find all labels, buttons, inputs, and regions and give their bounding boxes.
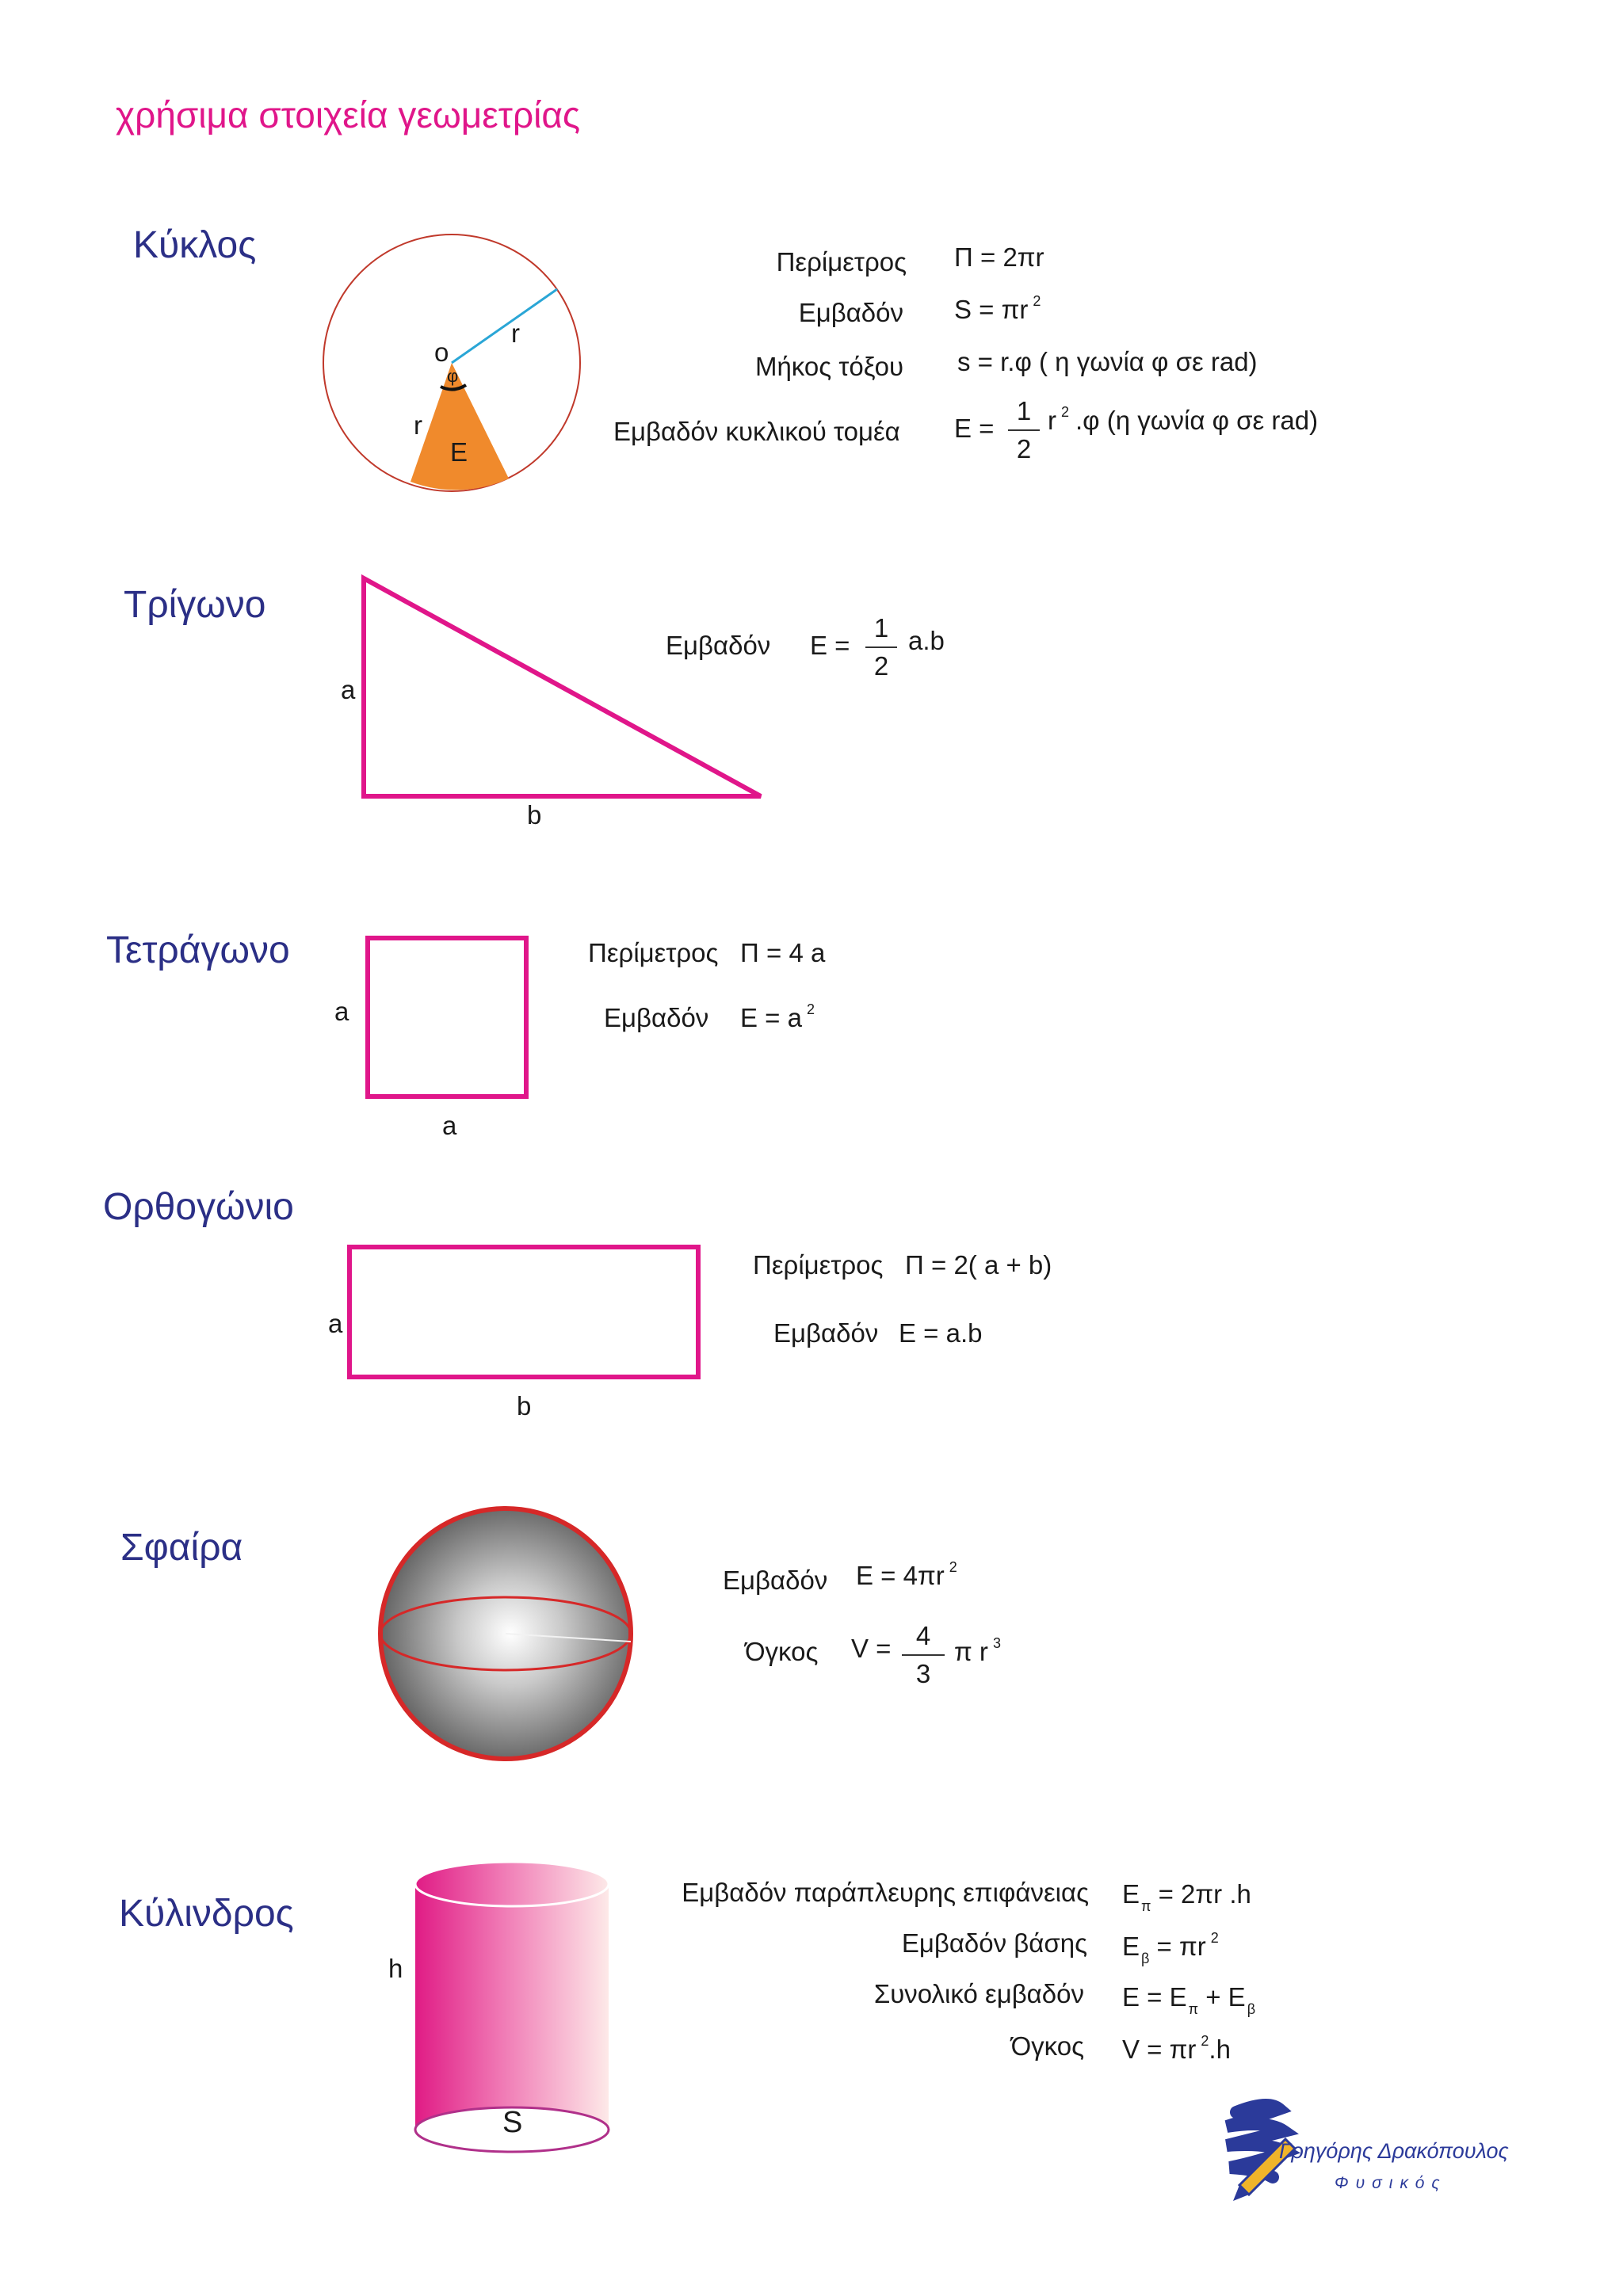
triangle-title: Τρίγωνο [124,584,266,626]
triangle-area-prefix: E = [810,631,850,660]
rectangle-side-a: a [328,1309,343,1338]
rectangle-area-formula: E = a.b [899,1318,983,1348]
sphere-title: Σφαίρα [120,1527,243,1569]
sector-area-label: Εμβαδόν κυκλικού τομέα [613,417,900,446]
rectangle-shape [347,1245,701,1379]
cylinder-title: Κύλινδρος [119,1893,294,1935]
sphere-radius [505,1633,632,1642]
square-side-left: a [334,997,349,1026]
triangle-side-a: a [341,675,356,704]
circle-radius-label: r [511,318,520,348]
page-title: χρήσιμα στοιχεία γεωμετρίας [116,94,581,135]
angle-arc [440,383,468,391]
square-perimeter-label: Περίμετρος [588,938,719,967]
arc-length-label: Μήκος τόξου [754,352,903,381]
cylinder-height-label: h [388,1954,403,1983]
circle-perimeter-label: Περίμετρος [776,247,907,277]
circle-shape [323,234,581,492]
rectangle-side-b: b [517,1391,532,1421]
cylinder-volume-label: Όγκος [1010,2031,1084,2061]
logo-name: Γρηγόρης Δρακόπουλος [1279,2139,1509,2163]
cylinder-top [414,1860,610,1908]
circle-area-label: Εμβαδόν [798,298,903,327]
sector-area-prefix: E = [954,414,995,443]
sector-radius-label: r [414,410,422,440]
rectangle-perimeter-formula: Π = 2( a + b) [905,1250,1052,1280]
circle-perimeter-formula: Π = 2πr [954,242,1044,272]
square-area-label: Εμβαδόν [604,1003,709,1032]
angle-label: φ [447,366,459,386]
circle-title: Κύκλος [133,224,257,266]
triangle-shape [361,574,762,799]
rectangle-title: Ορθογώνιο [103,1186,294,1228]
lateral-area-label: Εμβαδόν παράπλευρης επιφάνειας [682,1878,1089,1907]
logo-squiggle-icon [1224,2098,1301,2183]
triangle-side-b: b [527,800,542,830]
sector-label: E [450,437,468,467]
sphere-volume-label: Όγκος [745,1637,819,1666]
rectangle-perimeter-label: Περίμετρος [753,1250,884,1280]
circle-radius [451,288,558,364]
square-shape [365,936,529,1099]
square-title: Τετράγωνο [106,929,290,971]
cylinder-base-label: S [502,2106,523,2139]
triangle-area-formula: a.b [908,626,945,655]
cylinder-body [415,1884,609,2152]
arc-length-formula: s = r.φ ( η γωνία φ σε rad) [957,347,1258,376]
logo-role: Φυσικός [1335,2174,1447,2192]
total-area-label: Συνολικό εμβαδόν [873,1979,1084,2008]
sphere-equator [379,1596,632,1672]
base-area-label: Εμβαδόν βάσης [901,1928,1087,1958]
square-perimeter-formula: Π = 4 a [740,938,826,967]
circle-sector [411,363,509,490]
logo-pen-icon [1233,2137,1297,2201]
rectangle-area-label: Εμβαδόν [773,1318,879,1348]
sphere-volume-prefix: V = [851,1634,892,1663]
sphere-area-label: Εμβαδόν [723,1566,828,1595]
triangle-area-label: Εμβαδόν [666,631,771,660]
cylinder-base [414,2106,610,2153]
square-side-bottom: a [442,1111,457,1140]
circle-center-label: o [434,338,449,367]
